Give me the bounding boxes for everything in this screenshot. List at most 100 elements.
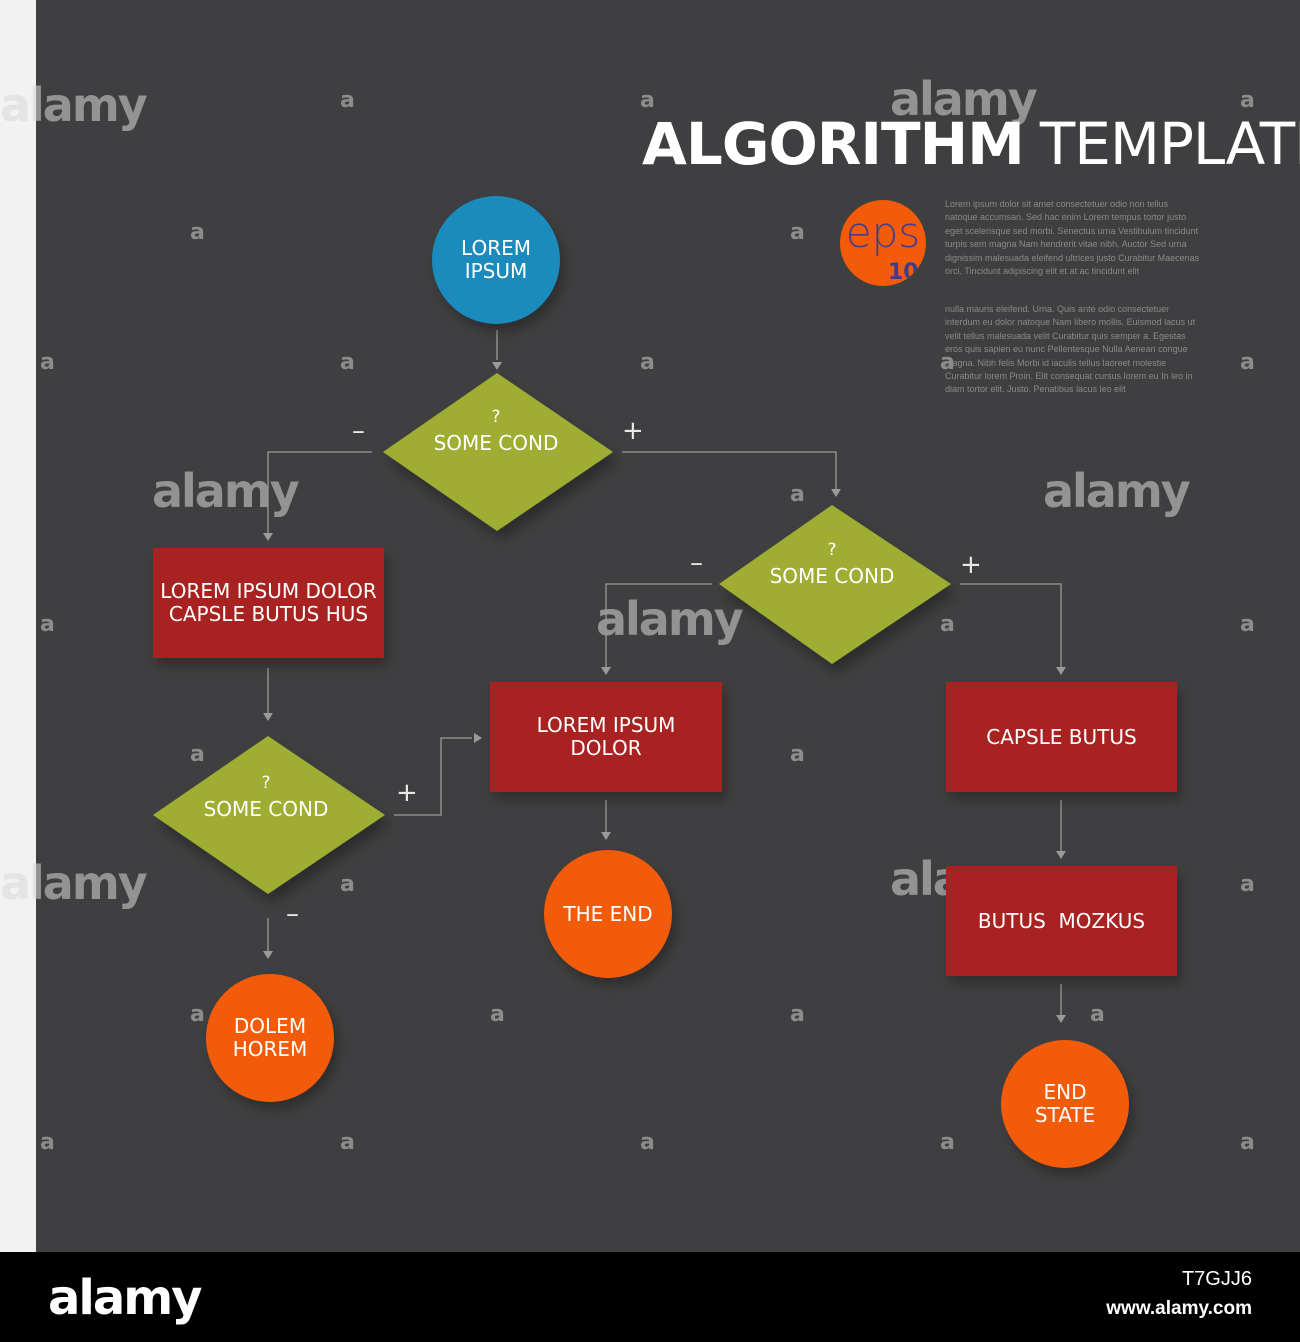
- eps-badge: eps 10: [840, 200, 926, 286]
- watermark-letter: a: [790, 1002, 805, 1027]
- process-node-2: LOREM IPSUM DOLOR: [490, 682, 722, 792]
- title-bold: ALGORITHM: [642, 110, 1025, 178]
- process-node-1-label: LOREM IPSUM DOLOR CAPSLE BUTUS HUS: [160, 579, 377, 626]
- watermark-letter: a: [1240, 1130, 1255, 1155]
- eps-badge-text: eps: [845, 208, 921, 257]
- decision-cond1: [383, 373, 613, 531]
- watermark-letter: a: [340, 350, 355, 375]
- watermark-letter: a: [340, 1130, 355, 1155]
- stock-footer: alamy T7GJJ6 www.alamy.com: [0, 1252, 1300, 1342]
- watermark-letter: a: [40, 1130, 55, 1155]
- page-title: ALGORITHMTEMPLATE: [642, 110, 1300, 178]
- arrowhead: [1056, 1015, 1066, 1023]
- watermark: alamy: [1043, 464, 1191, 518]
- connector-cond1-no: [267, 451, 372, 534]
- arrowhead: [601, 832, 611, 840]
- watermark-letter: a: [340, 872, 355, 897]
- site-url: www.alamy.com: [1106, 1298, 1252, 1319]
- process-node-4-label: BUTUS MOZKUS: [977, 908, 1146, 933]
- watermark-letter: a: [1240, 612, 1255, 637]
- connectors: [267, 330, 1062, 1016]
- watermark: alamy: [596, 592, 744, 646]
- watermark-letter: a: [940, 350, 955, 375]
- start-node-label: LOREM IPSUM: [461, 236, 531, 283]
- watermark-letter: a: [940, 612, 955, 637]
- process-node-1: LOREM IPSUM DOLOR CAPSLE BUTUS HUS: [153, 548, 384, 658]
- connector-cond2-yes: [960, 583, 1062, 668]
- branch-no-sign: –: [690, 548, 703, 578]
- question-mark: ?: [491, 407, 501, 427]
- watermark-letter: a: [790, 742, 805, 767]
- start-node: LOREM IPSUM: [432, 196, 560, 324]
- arrowhead: [263, 533, 273, 541]
- watermark: alamy: [890, 72, 1038, 126]
- decision-text: SOME COND: [769, 564, 895, 588]
- end-node-1: DOLEM HOREM: [206, 974, 334, 1102]
- end-node-2-label: THE END: [563, 901, 653, 926]
- question-mark: ?: [827, 540, 837, 560]
- watermark-letter: a: [40, 350, 55, 375]
- decision-cond1-label: ? SOME COND: [416, 404, 576, 456]
- watermark-letter: a: [190, 220, 205, 245]
- process-node-2-label: LOREM IPSUM DOLOR: [536, 713, 676, 760]
- arrowhead: [1056, 851, 1066, 859]
- process-node-4: BUTUS MOZKUS: [946, 866, 1177, 976]
- watermark: alamy: [0, 78, 148, 132]
- decision-cond3-label: ? SOME COND: [186, 770, 346, 822]
- arrowhead: [263, 951, 273, 959]
- description-paragraph-2: nulla mauris eleifend. Urna. Quis ante o…: [945, 304, 1196, 395]
- decision-cond3: [153, 736, 385, 894]
- watermark-letter: a: [640, 350, 655, 375]
- decision-cond2: [719, 505, 951, 664]
- arrowhead: [831, 489, 841, 497]
- description-paragraph-1: Lorem ipsum dolor sit amet consectetuer …: [945, 199, 1200, 277]
- eps-badge-number: 10: [888, 260, 919, 285]
- decision-shapes: [153, 373, 951, 894]
- arrowhead: [492, 362, 502, 370]
- watermark-letter: a: [190, 742, 205, 767]
- watermark-letter: a: [190, 1002, 205, 1027]
- arrowhead: [263, 713, 273, 721]
- watermark: alamy: [152, 464, 300, 518]
- watermark-letter: a: [640, 1130, 655, 1155]
- watermark-letter: a: [640, 88, 655, 113]
- end-node-2: THE END: [544, 850, 672, 978]
- watermark-letter: a: [790, 220, 805, 245]
- decision-cond2-label: ? SOME COND: [752, 537, 912, 589]
- image-id: T7GJJ6: [1181, 1268, 1252, 1290]
- branch-no-sign: –: [286, 899, 299, 929]
- decision-text: SOME COND: [433, 431, 559, 455]
- branch-no-sign: –: [352, 416, 365, 446]
- branch-yes-sign: +: [960, 550, 982, 580]
- end-node-1-label: DOLEM HOREM: [232, 1014, 308, 1061]
- watermark-letter: a: [40, 612, 55, 637]
- question-mark: ?: [261, 773, 271, 793]
- watermark-letter: a: [790, 482, 805, 507]
- arrowheads: [263, 362, 1066, 1023]
- watermark: alamy: [0, 856, 148, 910]
- end-node-3: END STATE: [1001, 1040, 1129, 1168]
- watermark-letter: a: [340, 88, 355, 113]
- arrowhead: [474, 733, 482, 743]
- arrowhead: [1056, 667, 1066, 675]
- left-margin: [0, 0, 36, 1252]
- watermark-letter: a: [1240, 872, 1255, 897]
- watermark-letter: a: [1240, 350, 1255, 375]
- branch-yes-sign: +: [622, 416, 644, 446]
- watermark-letter: a: [1240, 88, 1255, 113]
- end-node-3-label: END STATE: [1034, 1080, 1096, 1127]
- connector-cond2-no: [605, 583, 712, 668]
- watermark-letter: a: [1090, 1002, 1105, 1027]
- connector-cond3-yes: [394, 737, 472, 816]
- watermark-letter: a: [940, 1130, 955, 1155]
- branch-yes-sign: +: [396, 778, 418, 808]
- process-node-3-label: CAPSLE BUTUS: [986, 724, 1137, 749]
- decision-text: SOME COND: [203, 797, 329, 821]
- title-light: TEMPLATE: [1039, 110, 1300, 178]
- alamy-logo: alamy: [48, 1270, 203, 1326]
- connector-cond1-yes: [622, 451, 837, 490]
- process-node-3: CAPSLE BUTUS: [946, 682, 1177, 792]
- watermark-letter: a: [490, 1002, 505, 1027]
